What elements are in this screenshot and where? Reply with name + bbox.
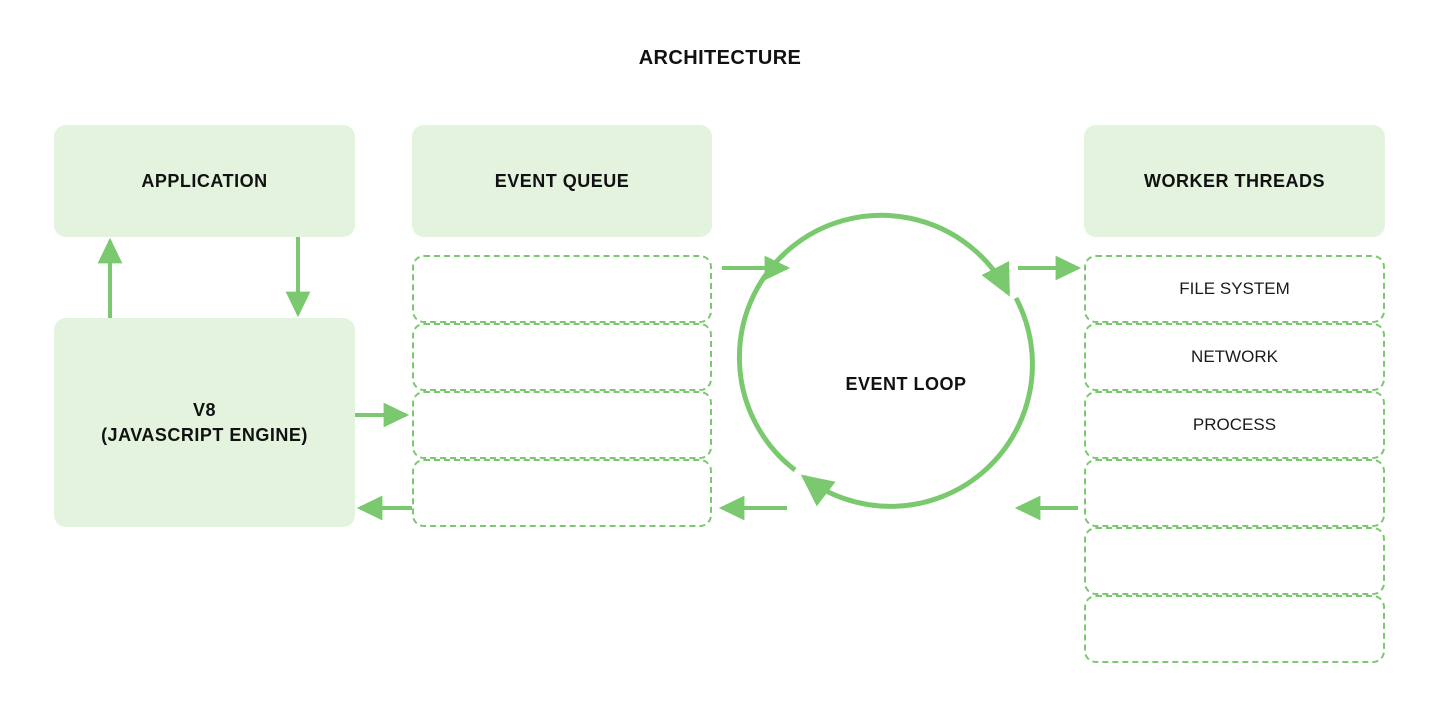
worker-slot-5[interactable] <box>1084 527 1385 595</box>
event-queue-label: EVENT QUEUE <box>494 170 630 191</box>
application-label: APPLICATION <box>141 170 268 191</box>
event-queue-slot-2[interactable] <box>412 323 712 391</box>
page-title: ARCHITECTURE <box>638 47 802 69</box>
worker-slot-1-label: FILE SYSTEM <box>1179 279 1290 298</box>
worker-slot-2-label: NETWORK <box>1191 347 1278 366</box>
v8-label-group: V8 (JAVASCRIPT ENGINE) <box>101 398 308 447</box>
event-queue-slot-4[interactable] <box>412 459 712 527</box>
event-queue-slot-3[interactable] <box>412 391 712 459</box>
worker-slot-4[interactable] <box>1084 459 1385 527</box>
worker-slot-process[interactable]: PROCESS <box>1084 391 1385 459</box>
event-loop-label: EVENT LOOP <box>845 374 966 394</box>
v8-label-line2: (JAVASCRIPT ENGINE) <box>101 424 308 445</box>
event-queue-header-box[interactable]: EVENT QUEUE <box>412 125 712 237</box>
worker-slot-6[interactable] <box>1084 595 1385 663</box>
worker-threads-header-box[interactable]: WORKER THREADS <box>1084 125 1385 237</box>
event-queue-slot-1[interactable] <box>412 255 712 323</box>
v8-label-line1: V8 <box>192 400 216 421</box>
worker-slot-3-label: PROCESS <box>1192 415 1277 434</box>
worker-slot-file-system[interactable]: FILE SYSTEM <box>1084 255 1385 323</box>
worker-slot-network[interactable]: NETWORK <box>1084 323 1385 391</box>
event-loop-arc-bottom <box>800 296 1035 509</box>
event-loop-arc-top <box>736 212 1011 472</box>
application-box[interactable]: APPLICATION <box>54 125 355 237</box>
worker-threads-label: WORKER THREADS <box>1144 170 1325 191</box>
v8-javascript-engine-box[interactable]: V8 (JAVASCRIPT ENGINE) <box>54 318 355 527</box>
